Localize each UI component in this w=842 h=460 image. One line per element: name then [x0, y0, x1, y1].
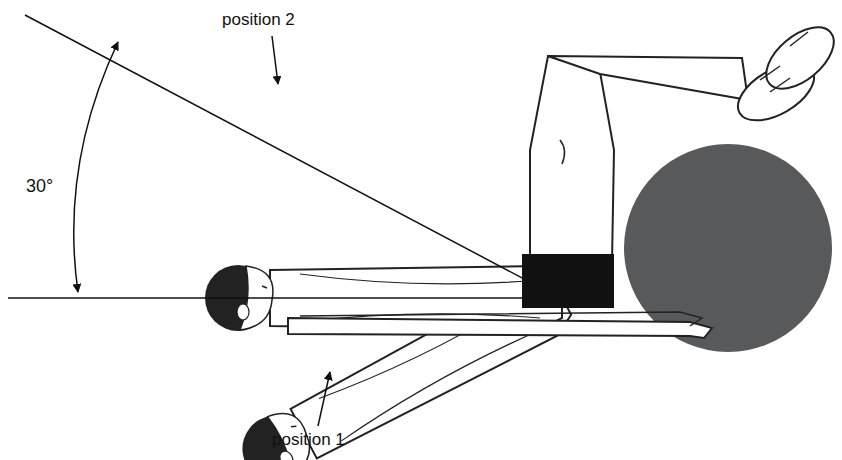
- shorts: [522, 254, 614, 308]
- arm: [300, 312, 702, 326]
- knee-crease: [560, 140, 565, 164]
- position-label: position 1: [272, 430, 345, 450]
- arm: [288, 318, 712, 338]
- angle-label: 30°: [26, 176, 53, 198]
- shoe-laces: [760, 32, 808, 92]
- angle-arc: [74, 42, 118, 292]
- angle-line: [25, 15, 560, 298]
- legs: [530, 15, 842, 262]
- position-label: position 2: [222, 10, 295, 30]
- leader-arrow: [272, 36, 278, 84]
- shoe: [755, 15, 842, 100]
- shin: [548, 56, 748, 100]
- thigh: [530, 56, 614, 262]
- reference-line: [8, 297, 560, 299]
- leader-arrow: [318, 372, 330, 426]
